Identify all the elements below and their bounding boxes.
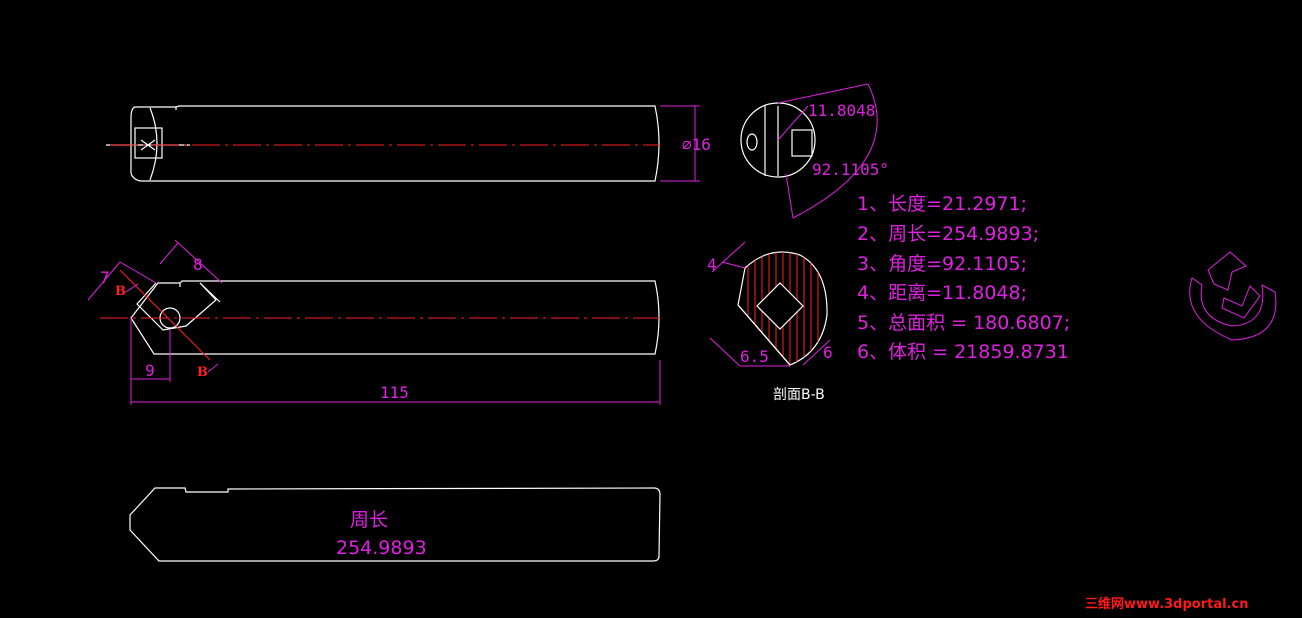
section-mark-b-bottom: B — [197, 365, 208, 380]
perimeter-value: 254.9893 — [336, 537, 427, 559]
section-mark-b-top: B — [115, 284, 126, 299]
front-view: 7 8 9 115 B B — [87, 239, 661, 405]
note-3: 3、角度=92.1105; — [857, 253, 1027, 275]
section-b-b: 4 6.5 6 剖面B-B — [707, 241, 833, 403]
section-dimension-6: 6 — [823, 343, 833, 362]
note-6: 6、体积 = 21859.8731 — [857, 341, 1069, 363]
section-dimension-6-5: 6.5 — [740, 347, 769, 366]
dimension-115: 115 — [380, 383, 409, 402]
section-dimension-4: 4 — [707, 255, 717, 274]
perimeter-label: 周长 — [350, 509, 388, 531]
top-view: ⌀16 — [106, 105, 711, 182]
dimension-8: 8 — [193, 255, 203, 274]
section-caption: 剖面B-B — [773, 387, 825, 403]
note-5: 5、总面积 = 180.6807; — [857, 312, 1070, 334]
diameter-dimension: ⌀16 — [682, 135, 711, 154]
note-1: 1、长度=21.2971; — [857, 193, 1027, 215]
angle-dimension: 92.1105° — [812, 160, 889, 179]
note-2: 2、周长=254.9893; — [857, 223, 1039, 245]
ucs-icon — [1189, 251, 1277, 341]
end-view: 11.8048 92.1105° — [740, 83, 889, 219]
note-4: 4、距离=11.8048; — [857, 282, 1027, 304]
watermark: 三维网www.3dportal.cn — [1085, 596, 1248, 612]
perimeter-view: 周长 254.9893 — [129, 487, 661, 562]
notes-list: 1、长度=21.2971; 2、周长=254.9893; 3、角度=92.110… — [857, 193, 1070, 363]
dimension-9: 9 — [145, 361, 155, 380]
angle-distance-dimension: 11.8048 — [808, 101, 875, 120]
dimension-7: 7 — [100, 268, 110, 287]
